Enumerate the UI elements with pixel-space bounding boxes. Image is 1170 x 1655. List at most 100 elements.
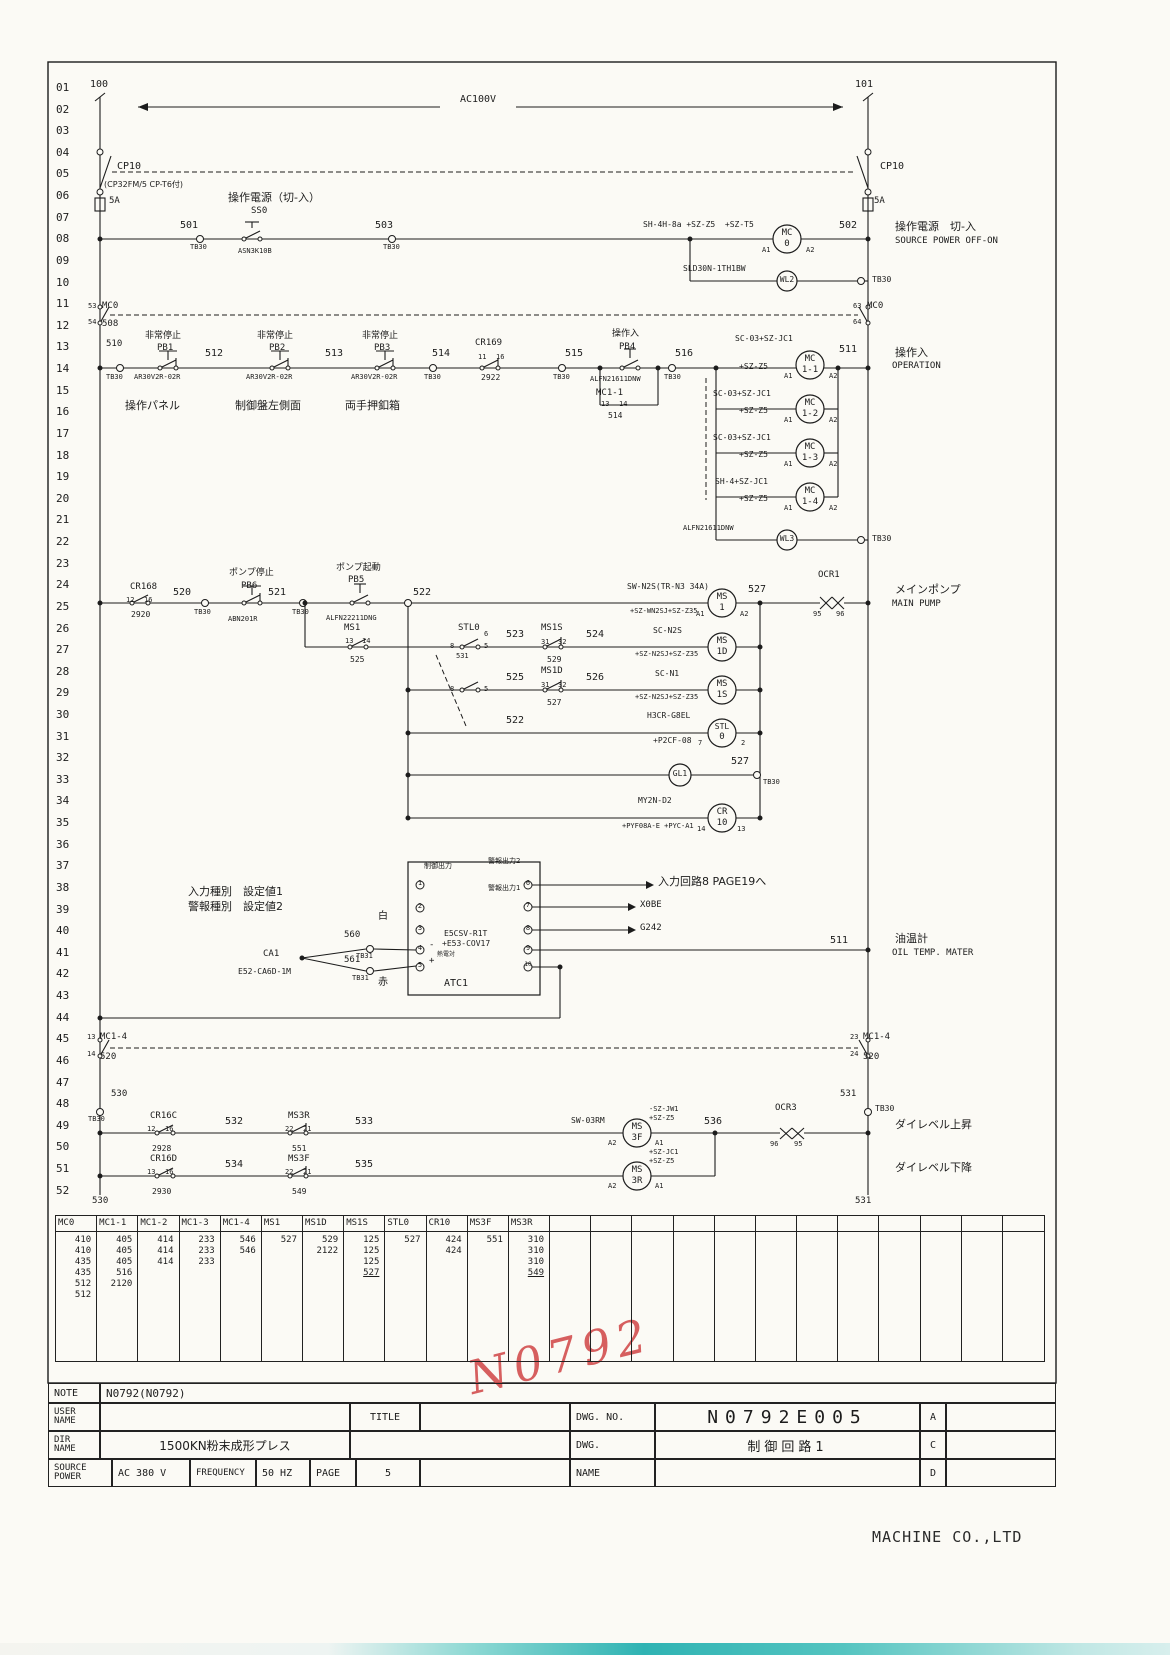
table-column-header: MS3R [508,1216,550,1232]
rev-a-cell: A [920,1403,946,1431]
schematic-label: (CP32FM/5 CP-T6付) [104,180,184,189]
junction-dot [865,1130,871,1136]
contact-terminal-dot [241,236,247,242]
schematic-label: PB1 [157,343,174,353]
wire-segment [349,638,367,648]
schematic-label: TB30 [872,534,892,543]
schematic-label: 2 [417,902,423,910]
terminal-symbol [523,902,533,912]
wire-segment [159,359,177,369]
row-number: 35 [56,816,70,830]
contact-terminal-dot [97,1037,103,1043]
table-cell: 549 [527,1268,545,1278]
table-column-values [962,1232,1002,1235]
schematic-label: 549 [292,1187,307,1196]
table-cell: 527 [404,1235,421,1245]
schematic-label: 32 [558,681,567,689]
schematic-label: MC [804,486,816,496]
wire-segment [779,1127,793,1140]
temperature-controller-box [407,861,541,996]
table-cell: 551 [486,1235,503,1245]
schematic-label: SW-N2S(TR-N3 34A) [627,582,709,591]
junction-dot [97,1015,103,1021]
wire-segment [301,957,367,972]
schematic-label: 3 [417,924,423,932]
schematic-label: E52-CA6D-1M [238,967,291,976]
row-number: 46 [56,1053,70,1067]
schematic-label: TB30 [553,373,570,381]
schematic-label: MAIN PUMP [892,599,941,609]
contact-terminal-dot [865,320,871,326]
table-column [838,1216,880,1361]
table-cell: 310 [527,1246,545,1256]
wire-segment [351,594,369,604]
schematic-label: STL [714,722,730,731]
schematic-label: 2920 [131,610,151,619]
note-label: NOTE [48,1383,100,1403]
schematic-label: 1-1 [801,365,819,375]
rev-d-blank [946,1459,1056,1487]
junction-dot [97,365,103,371]
table-column-values [591,1232,631,1235]
junction-dot [865,600,871,606]
table-cell: 125 [363,1246,380,1256]
table-cell: 512 [74,1290,92,1300]
schematic-label: 13 [345,637,354,645]
terminal-symbol [415,880,425,890]
schematic-label: A2 [740,610,749,618]
junction-dot [299,955,305,961]
wire-segment [243,230,261,240]
schematic-label: A2 [829,372,838,380]
schematic-label: 96 [770,1140,779,1148]
row-number: 38 [56,880,70,894]
terminal-symbol [668,364,676,372]
terminal-symbol [415,945,425,955]
schematic-label: ATC1 [444,978,469,989]
wire-segment [791,1127,805,1140]
schematic-label: SC-N1 [655,669,680,678]
schematic-label: 0 [719,732,725,742]
schematic-label: MS [716,592,728,602]
schematic-label: CR16D [150,1154,178,1164]
table-cell: 414 [157,1246,174,1256]
row-number: 07 [56,210,70,224]
schematic-label: 8 [525,924,531,932]
junction-dot [97,236,103,242]
wire-segment [376,359,394,369]
schematic-label: AR30V2R-02R [246,373,293,381]
contact-terminal-dot [154,1173,160,1179]
contact-terminal-dot [349,600,355,606]
schematic-label: 514 [608,411,623,420]
schematic-label: 16 [496,353,505,361]
coil-symbol [707,718,737,748]
terminal-symbol [864,188,872,196]
schematic-label: 53 [88,302,97,310]
schematic-label: ダイレベル上昇 [895,1118,972,1131]
source-label-line1: SOURCE [54,1462,87,1473]
table-column-header: MS1D [303,1216,344,1232]
schematic-label: 9 [525,944,531,952]
schematic-label: +SZ-WN2SJ+SZ-Z35 [630,607,698,615]
schematic-label: 6 [525,879,531,887]
schematic-label: 95 [794,1140,803,1148]
contact-terminal-dot [635,365,641,371]
wire-segment [819,596,833,610]
wire-segment [131,594,149,604]
schematic-label: 1 [417,879,423,887]
schematic-label: SW-03RM [571,1116,605,1125]
schematic-label: 13 [737,825,746,833]
wire-segment [481,359,499,369]
table-cell: 310 [527,1235,545,1245]
coil-symbol [776,270,798,292]
row-number: 30 [56,707,70,721]
table-column [673,1216,715,1361]
schematic-label: 13 [147,1168,156,1176]
schematic-label: +SZ-Z5 [649,1157,675,1165]
contact-terminal-dot [542,687,548,693]
coil-symbol [795,482,825,512]
contact-terminal-dot [145,600,151,606]
